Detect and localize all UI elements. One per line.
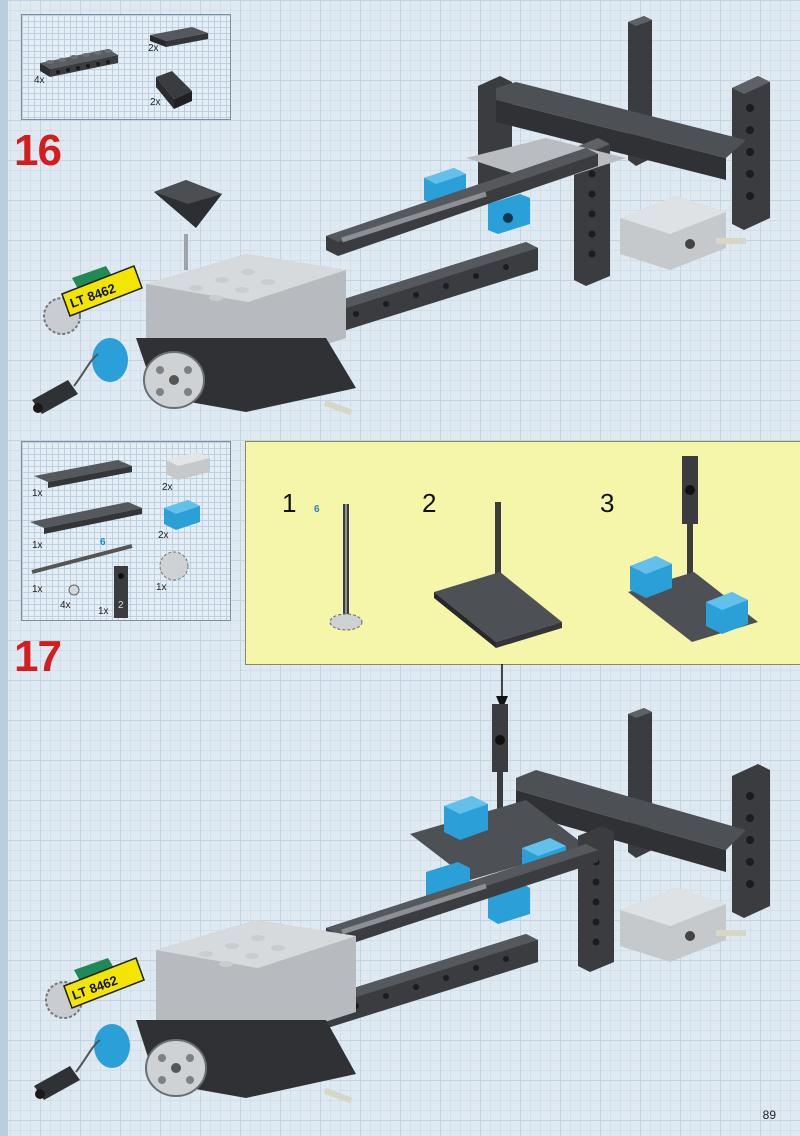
- page-binding-edge: [0, 0, 8, 1136]
- substep-1-number: 1: [282, 488, 297, 518]
- front-axle-stub: [323, 1088, 353, 1104]
- substep-2-number: 2: [422, 488, 437, 518]
- rear-upright-right: [732, 764, 770, 918]
- gear-part: [159, 551, 189, 581]
- parts-qty: 1x: [32, 488, 43, 499]
- round-stud-part: [68, 584, 80, 596]
- step17-parts-box: 1x 2x 1x 2x 6 1x 4x 1x 2 1x: [21, 441, 231, 621]
- front-wheel-hub: [145, 1039, 207, 1097]
- step16-parts-box: 4x 2x 2x: [21, 14, 231, 120]
- callout-arrow: [496, 664, 508, 710]
- hanging-connector: [34, 1039, 101, 1100]
- gray-brick-part: [166, 452, 210, 480]
- rear-gray-block: [620, 196, 746, 270]
- loose-black-slope: [154, 180, 222, 228]
- parts-qty: 2x: [158, 530, 169, 541]
- parts-qty: 1x: [156, 582, 167, 593]
- black-slope-part: [156, 71, 192, 109]
- parts-qty: 2x: [150, 97, 161, 108]
- front-axle-stub: [323, 400, 353, 416]
- substep-axle-label: 6: [314, 504, 320, 515]
- substep3-plate-with-blue-bricks: [628, 456, 758, 642]
- rear-upright-right: [732, 76, 770, 230]
- parts-qty: 1x: [32, 584, 43, 595]
- step17-chassis-model: LT 8462: [34, 704, 770, 1104]
- black-plate-part: [34, 460, 132, 488]
- axle-part: [31, 544, 133, 574]
- black-beam-part: [40, 49, 118, 77]
- axle: [341, 191, 487, 243]
- step16-parts-illustration: [40, 27, 208, 109]
- step-17-number: 17: [14, 632, 62, 681]
- step16-chassis-model: LT 8462: [32, 16, 770, 416]
- front-wheel-hub: [143, 351, 205, 409]
- rear-cross-beam: [516, 770, 746, 872]
- parts-qty: 2x: [148, 43, 159, 54]
- connector-number-label: 2: [118, 600, 124, 611]
- rear-cross-beam: [496, 82, 746, 180]
- black-plate-part: [150, 27, 208, 47]
- substep-illustrations: [329, 456, 758, 648]
- parts-qty: 4x: [34, 75, 45, 86]
- connector-part: [114, 566, 128, 618]
- blue-round-part: [94, 1024, 130, 1068]
- parts-qty: 4x: [60, 600, 71, 611]
- parts-qty: 1x: [32, 540, 43, 551]
- step-16-number: 16: [14, 126, 62, 175]
- blue-round-part: [92, 338, 128, 382]
- parts-qty: 2x: [162, 482, 173, 493]
- parts-qty: 1x: [98, 606, 109, 617]
- blue-brick-right: [488, 194, 530, 234]
- black-plate-part: [30, 502, 142, 534]
- substep-3-number: 3: [600, 488, 615, 518]
- axle-length-label: 6: [100, 537, 106, 548]
- hanging-connector: [32, 353, 99, 414]
- blue-brick-part: [164, 500, 200, 530]
- page-number: 89: [762, 1108, 776, 1122]
- substep1-axle-with-gear: [329, 504, 363, 631]
- substep2-plate-with-axle: [434, 502, 562, 648]
- rear-gray-block: [620, 888, 746, 962]
- front-gray-body: [156, 920, 356, 1044]
- substep-callout-box: 1 6 2 3: [245, 441, 800, 665]
- step17-parts-illustration: [30, 452, 210, 618]
- axle: [341, 883, 487, 935]
